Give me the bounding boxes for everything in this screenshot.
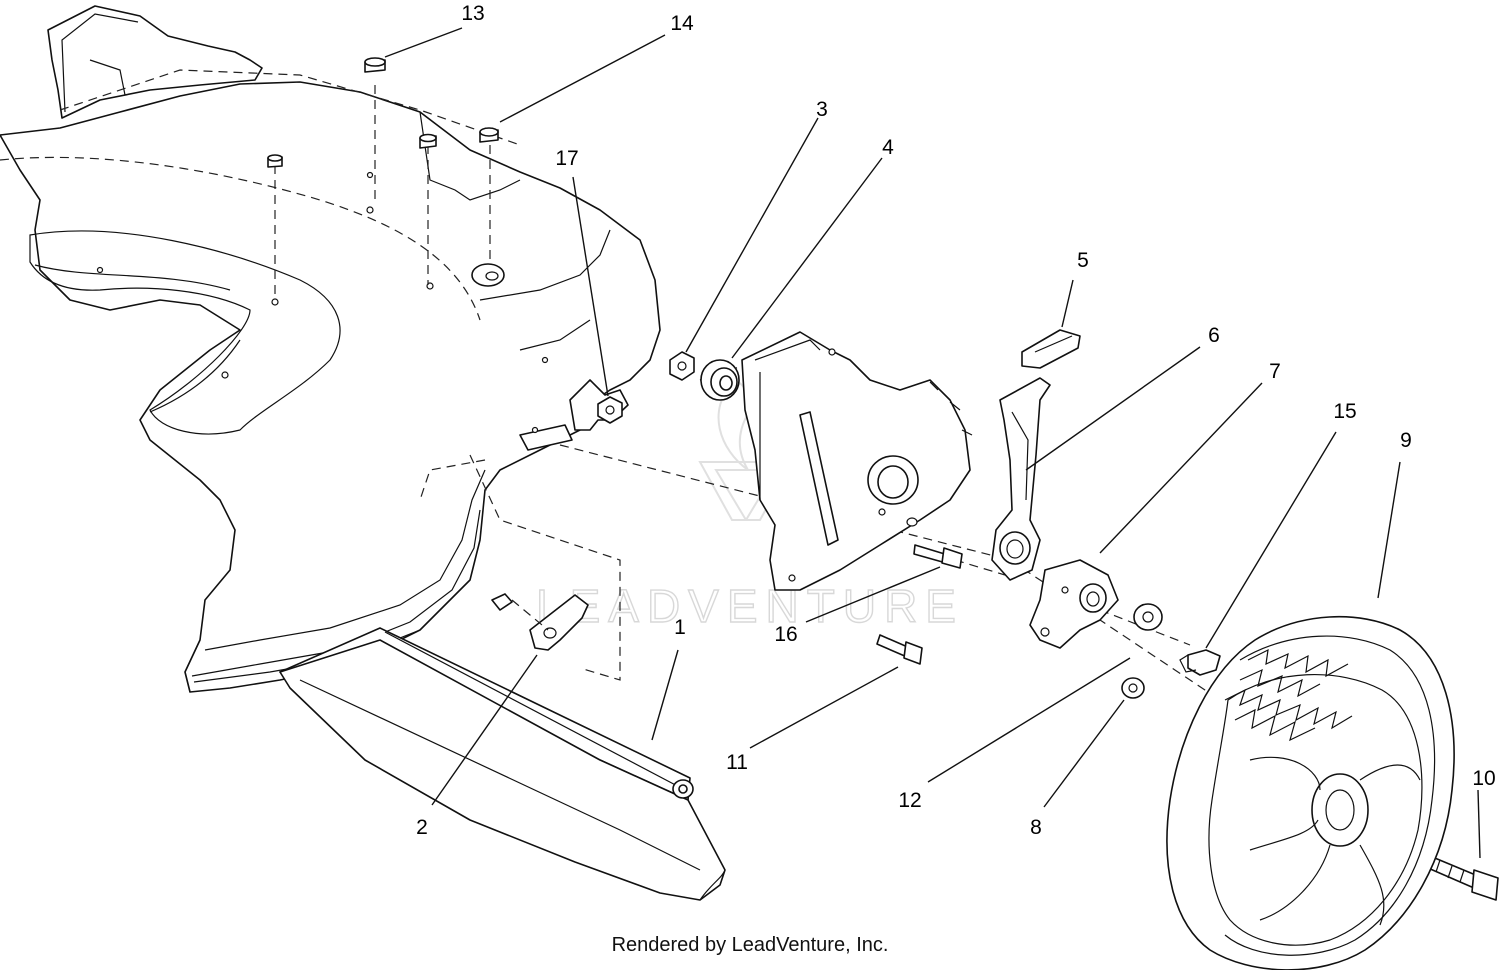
leader-lines (384, 27, 1481, 859)
callout-13: 13 (461, 2, 484, 25)
footer-credit: Rendered by LeadVenture, Inc. (611, 934, 889, 956)
callout-3: 3 (816, 98, 828, 121)
callout-12: 12 (898, 789, 921, 812)
phantom-lines (0, 69, 1251, 721)
callout-11: 11 (726, 751, 748, 774)
part-6-lever (991, 377, 1051, 581)
callout-2: 2 (416, 816, 428, 839)
callout-4: 4 (882, 136, 894, 159)
callout-17: 17 (555, 147, 578, 170)
part-16-bolt (913, 544, 963, 569)
callout-labels: 13 14 3 4 17 5 6 7 15 9 10 11 12 8 16 1 … (416, 2, 1496, 839)
part-14-screw (267, 127, 499, 168)
callout-6: 6 (1208, 324, 1220, 347)
part-10-bolt (1427, 855, 1499, 901)
part-13-screw (364, 57, 386, 73)
part-5-grip (1021, 329, 1081, 369)
callout-8: 8 (1030, 816, 1042, 839)
watermark-text: LEADVENTURE (536, 580, 964, 632)
part-17-stud-nut (597, 396, 623, 424)
callout-5: 5 (1077, 249, 1089, 272)
deck-pivot-boss (471, 263, 505, 287)
callout-1: 1 (674, 616, 686, 639)
height-adjust-plate (741, 331, 973, 591)
callout-10: 10 (1472, 767, 1495, 790)
part-3-nut (669, 351, 695, 381)
callout-9: 9 (1400, 429, 1412, 452)
part-12-washer (1133, 603, 1163, 631)
part-15-bolt (1179, 649, 1221, 676)
part-2-bracket (491, 593, 589, 651)
part-1-rear-guard (279, 627, 726, 901)
callout-15: 15 (1333, 400, 1356, 423)
part-8-washer (1121, 677, 1145, 699)
part-11-bolt (876, 634, 923, 665)
callout-14: 14 (670, 12, 694, 35)
callout-7: 7 (1269, 360, 1281, 383)
callout-16: 16 (774, 623, 797, 646)
part-7-pivot-plate (1029, 559, 1119, 649)
part-9-wheel (1166, 615, 1455, 970)
part-4-bushing (700, 359, 740, 401)
